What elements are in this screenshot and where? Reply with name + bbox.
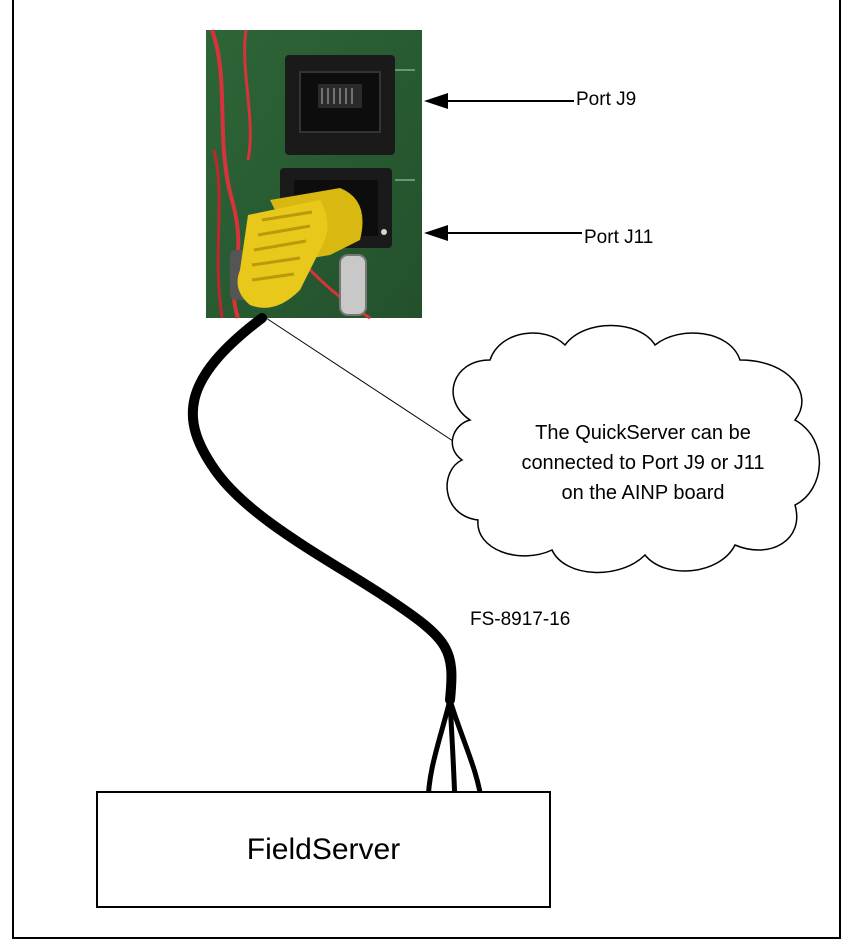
yellow-network-plug (237, 188, 363, 308)
cable-wire (425, 699, 453, 806)
arrow-port-j11 (424, 225, 582, 241)
port-j9-label: Port J9 (576, 89, 637, 110)
callout-line-1: The QuickServer can be (535, 422, 751, 444)
capacitor (339, 254, 367, 316)
callout-cloud (446, 324, 821, 574)
fieldserver-label: FieldServer (246, 832, 401, 866)
ainp-board-photo (206, 29, 422, 320)
cable-label: FS-8917-16 (470, 609, 571, 630)
arrow-port-j9 (424, 93, 574, 109)
fieldserver-box: FieldServer (96, 791, 551, 908)
port-j9-jack (285, 55, 395, 155)
callout-text: The QuickServer can be connected to Port… (458, 418, 828, 508)
red-wire (243, 29, 252, 161)
port-j11-label: Port J11 (584, 227, 654, 248)
callout-line-3: on the AINP board (561, 482, 725, 504)
callout-line-2: connected to Port J9 or J11 (521, 452, 765, 474)
cable (187, 313, 457, 705)
red-wire (212, 149, 224, 319)
callout-pointer-line (265, 317, 457, 444)
diagram-frame (12, 0, 841, 939)
